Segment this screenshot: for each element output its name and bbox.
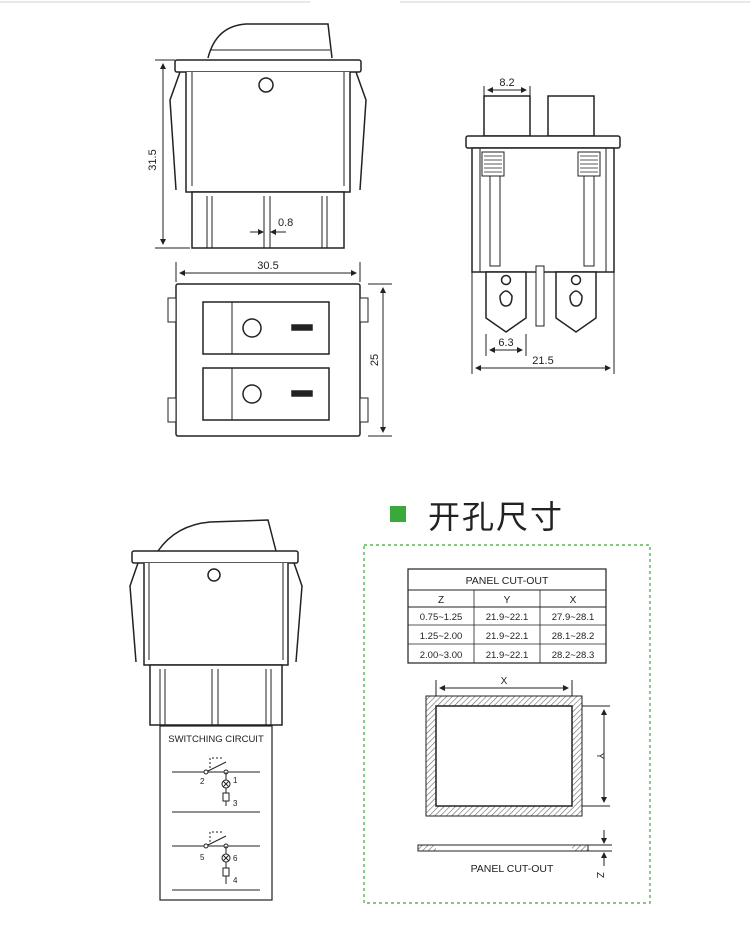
table-cell: 27.9~28.1 xyxy=(552,612,595,623)
table-header: Z xyxy=(438,595,444,606)
section-title: 开孔尺寸 xyxy=(428,498,564,536)
end-view-ribs xyxy=(484,155,598,173)
table-cell: 1.25~2.00 xyxy=(420,631,463,642)
dim-height xyxy=(155,59,190,249)
table-cell: 28.1~28.2 xyxy=(552,631,595,642)
dim-side-width xyxy=(471,272,615,374)
pin-label: 1 xyxy=(233,776,238,785)
cutout-caption: PANEL CUT-OUT xyxy=(471,863,554,875)
cutout-drawing: X Y Z PANEL CUT-OUT xyxy=(417,676,612,878)
table-cell: 21.9~22.1 xyxy=(486,631,529,642)
dim-front-height-label: 25 xyxy=(369,354,381,366)
cutout-table-title: PANEL CUT-OUT xyxy=(466,575,549,587)
cutout-x-label: X xyxy=(501,676,508,687)
dim-front-width xyxy=(175,262,361,282)
pin-label: 6 xyxy=(233,854,238,863)
pin-label: 5 xyxy=(200,853,205,862)
table-cell: 0.75~1.25 xyxy=(420,612,463,623)
pin-label: 2 xyxy=(200,777,205,786)
dim-side-width-label: 21.5 xyxy=(532,355,553,367)
pin-label: 3 xyxy=(233,799,238,808)
table-cell: 21.9~22.1 xyxy=(486,650,529,661)
dim-front-width-label: 30.5 xyxy=(257,260,278,272)
end-view-switch xyxy=(465,95,621,333)
table-cell: 28.2~28.3 xyxy=(552,650,595,661)
front-view-switch xyxy=(167,283,369,437)
green-square-icon xyxy=(390,506,406,522)
table-header: Y xyxy=(504,595,511,606)
switching-circuit-panel: SWITCHING CIRCUIT 2 1 3 xyxy=(159,725,273,901)
cutout-z-label: Z xyxy=(594,872,605,878)
dim-terminal-width-label: 8.2 xyxy=(499,77,514,89)
pin-label: 4 xyxy=(233,876,238,885)
table-cell: 21.9~22.1 xyxy=(486,612,529,623)
cutout-table: PANEL CUT-OUT Z Y X 0.75~1.25 21.9~22.1 27.9~… xyxy=(407,568,607,664)
table-header: X xyxy=(570,595,577,606)
cutout-dashed-frame xyxy=(363,544,651,904)
switching-circuit-title: SWITCHING CIRCUIT xyxy=(168,734,264,745)
dim-front-height xyxy=(368,283,392,437)
side-view-switch-2 xyxy=(129,519,303,726)
dim-terminal-pitch xyxy=(485,334,527,356)
dim-terminal-pitch-label: 6.3 xyxy=(498,337,513,349)
dim-height-label: 31.5 xyxy=(147,149,159,170)
side-view-switch xyxy=(169,23,367,249)
cutout-y-label: Y xyxy=(594,753,605,760)
dim-pin-label: 0.8 xyxy=(278,217,293,229)
dim-terminal-width xyxy=(483,86,531,96)
table-cell: 2.00~3.00 xyxy=(420,650,463,661)
